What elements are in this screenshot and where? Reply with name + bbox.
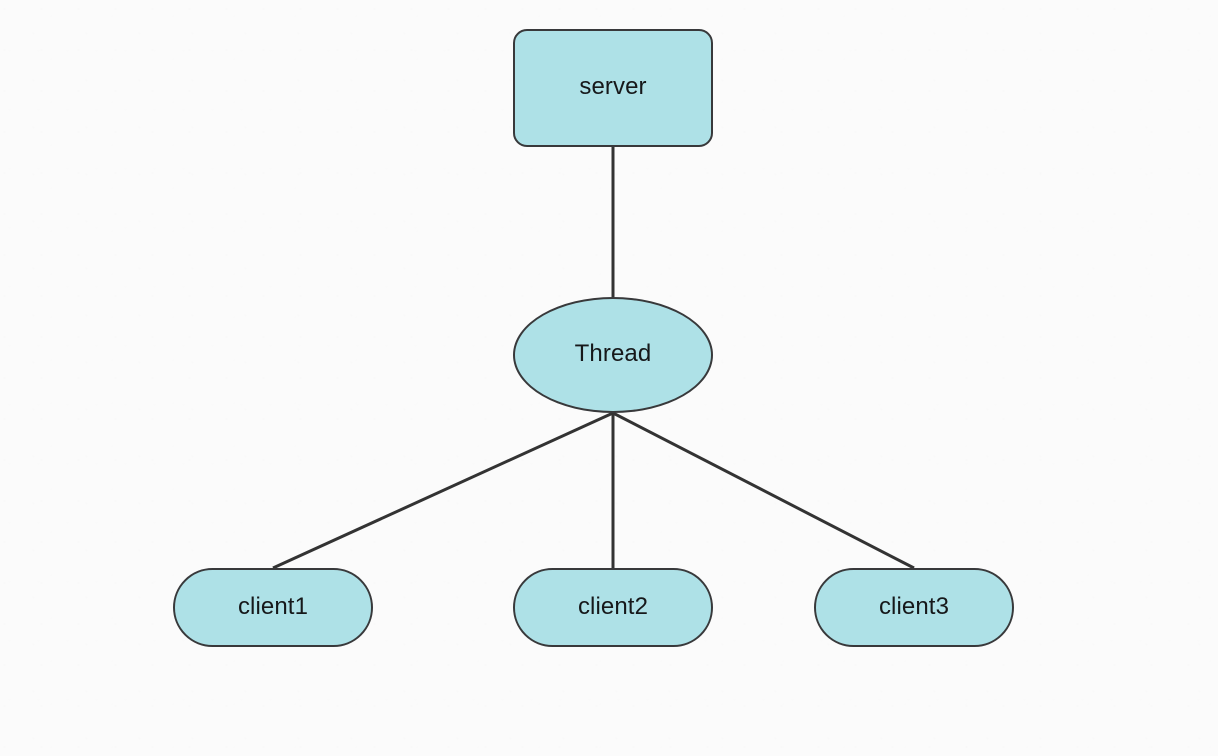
node-client1-label: client1	[237, 592, 309, 620]
node-client3-label: client3	[878, 592, 950, 620]
node-thread-label: Thread	[574, 340, 652, 367]
edge-thread-client1	[272, 411, 614, 570]
node-thread[interactable]: Thread	[513, 297, 713, 413]
node-server-label: server	[579, 73, 647, 100]
node-client2[interactable]: client2	[513, 568, 713, 647]
edge-thread-client3	[612, 411, 915, 570]
node-client3[interactable]: client3	[814, 568, 1014, 647]
node-client2-label: client2	[577, 592, 649, 620]
node-server[interactable]: server	[513, 29, 713, 147]
node-client1[interactable]: client1	[173, 568, 373, 647]
